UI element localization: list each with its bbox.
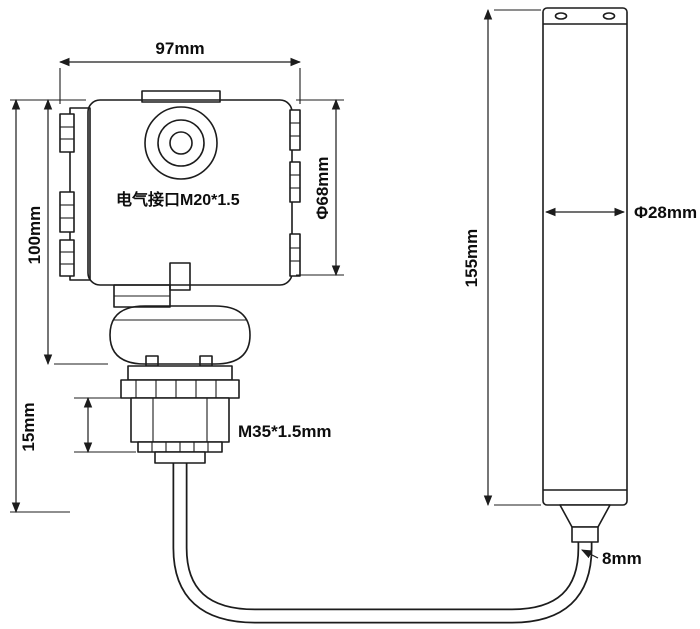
probe-vent-hole-left xyxy=(554,12,568,20)
cable-inner xyxy=(174,455,591,622)
sight-glass-middle xyxy=(157,119,205,167)
neck-bracket xyxy=(113,262,191,308)
body-height-label: 100mm xyxy=(25,206,44,265)
top-width-label: 97mm xyxy=(155,39,204,58)
thread-spec-label: M35*1.5mm xyxy=(238,422,332,441)
electrical-port-label: 电气接口M20*1.5 xyxy=(116,190,240,209)
sight-glass-outer xyxy=(144,106,218,180)
hex-nut xyxy=(130,397,230,443)
probe-diameter-label: Φ28mm xyxy=(634,203,697,222)
head-diameter-label: Φ68mm xyxy=(313,156,332,219)
cable xyxy=(154,451,611,624)
probe-vent-hole-right xyxy=(602,12,616,20)
probe-body xyxy=(542,7,628,506)
probe-length-label: 155mm xyxy=(462,229,481,288)
dome xyxy=(109,305,251,365)
cable-diameter-label: 8mm xyxy=(602,549,642,568)
flange-plate-lower xyxy=(120,379,240,399)
cable-outer xyxy=(172,455,593,624)
left-flange xyxy=(59,107,91,281)
sight-glass-inner xyxy=(169,131,193,155)
transmitter-head xyxy=(59,90,301,308)
submersible-probe xyxy=(542,7,628,506)
right-flange xyxy=(289,109,301,277)
dimension-labels: 97mm 100mm 15mm Φ68mm 电气接口M20*1.5 M35*1.… xyxy=(19,39,697,568)
head-top-mount xyxy=(141,90,221,103)
probe-connector-sleeve xyxy=(571,526,599,543)
flange-plate-upper xyxy=(127,365,233,381)
process-connection xyxy=(109,305,251,453)
flange-thickness-label: 15mm xyxy=(19,402,38,451)
dimension-lines xyxy=(10,8,626,559)
probe-connector-taper xyxy=(559,504,611,528)
dim-cable-diameter-leader xyxy=(581,549,599,559)
cable-gland-stub xyxy=(154,451,206,464)
